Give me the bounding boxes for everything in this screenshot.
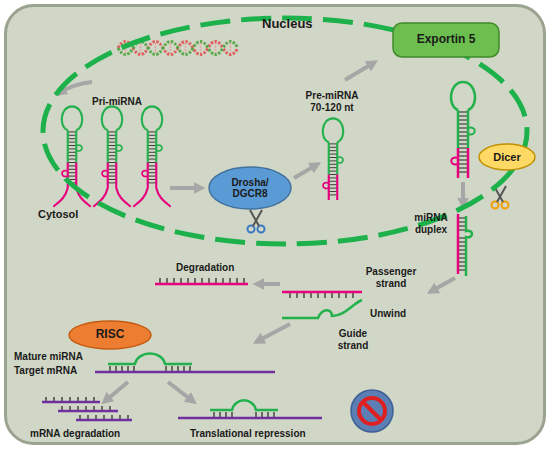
annotation-label: miRNA duplex — [408, 212, 454, 235]
ellipse-outline — [479, 144, 535, 170]
node-label: Drosha/ DGCR8 — [224, 177, 276, 200]
node-label: Dicer — [482, 151, 532, 164]
complex-ellipse: RISC — [68, 320, 152, 350]
annotation-label: Target mRNA — [14, 365, 77, 377]
annotation-label: Guide strand — [330, 328, 376, 351]
ellipse-outline — [69, 321, 151, 349]
cell-outline — [6, 6, 545, 444]
enzyme-ellipse: Drosha/ DGCR8 — [208, 166, 292, 210]
annotation-label: Passenger strand — [360, 266, 422, 289]
nucleus-outline — [43, 18, 527, 244]
annotation-label: mRNA degradation — [30, 428, 120, 440]
annotation-label: Mature miRNA — [14, 351, 83, 363]
annotation-label: Translational repression — [190, 428, 306, 440]
node-label: Cytosol — [38, 208, 78, 221]
cell-body-outline — [4, 4, 546, 445]
annotation-label: Pri-miRNA — [92, 96, 142, 108]
cell-body: Drosha/ DGCR8 NucleusExportin 5 DicerRISC C… — [4, 4, 546, 445]
ellipse-outline — [209, 167, 291, 209]
node-label: Exportin 5 — [396, 33, 496, 47]
node-label: Nucleus — [262, 17, 313, 32]
annotation-label: Degradation — [176, 262, 234, 274]
enzyme-ellipse: Dicer — [478, 143, 536, 171]
annotation-label: Pre-miRNA 70-120 nt — [300, 90, 364, 113]
exporter-box: Exportin 5 — [392, 22, 500, 58]
node-label: RISC — [75, 328, 145, 342]
annotation-label: Unwind — [370, 308, 406, 320]
box-outline — [393, 23, 499, 57]
